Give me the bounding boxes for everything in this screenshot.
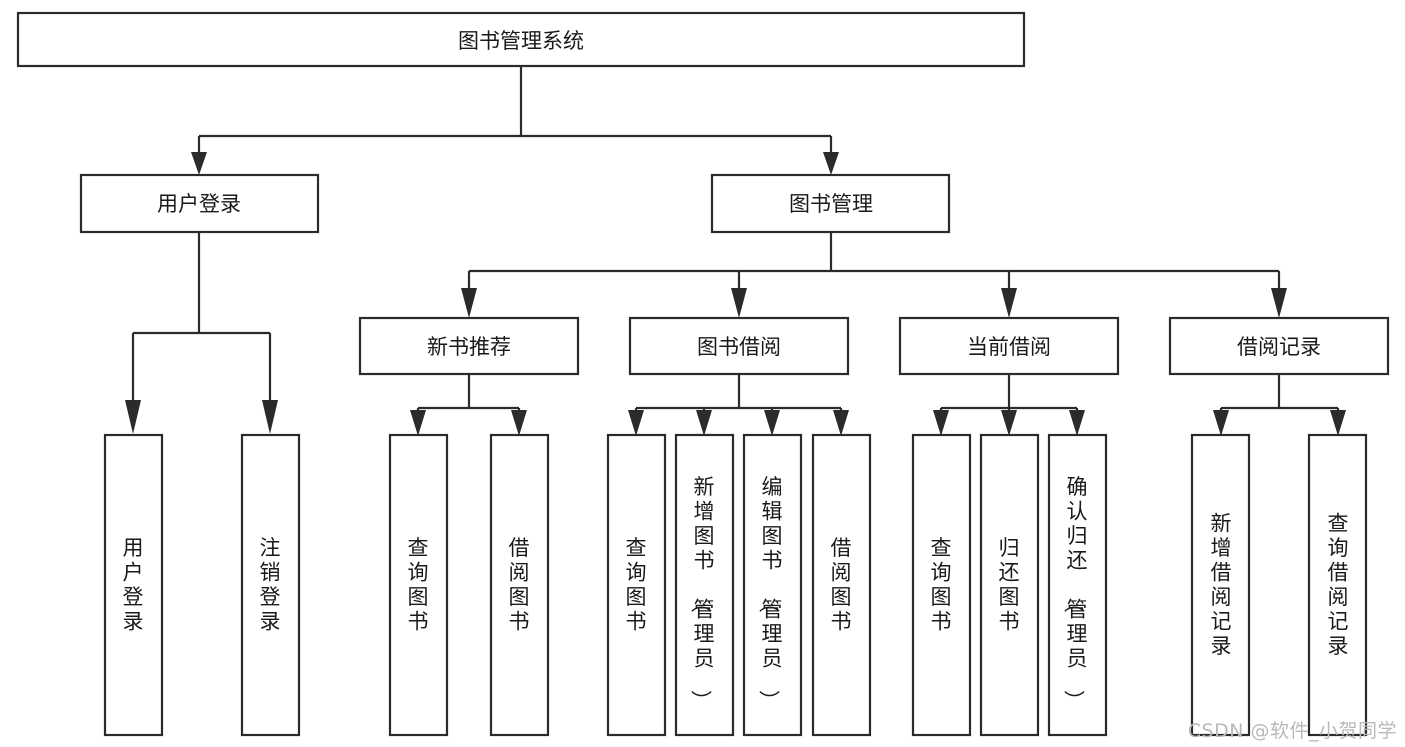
node-label-leaf-query-book-3: 查询图书 <box>931 536 952 634</box>
arrow-head-icon <box>511 410 527 436</box>
node-label-leaf-query-borrow-record: 查询借阅记录 <box>1328 512 1349 659</box>
arrow-head-icon <box>933 410 949 436</box>
node-box-leaf-query-book-1[interactable] <box>388 433 449 737</box>
node-label-new-book-recommend: 新书推荐 <box>427 335 511 359</box>
node-label-root: 图书管理系统 <box>458 29 584 53</box>
node-book-management[interactable]: 图书管理 <box>710 173 951 234</box>
arrow-head-icon <box>461 288 477 318</box>
arrow-head-icon <box>1001 410 1017 436</box>
node-leaf-edit-book-admin[interactable]: 编辑图书（管理员） <box>742 433 803 737</box>
arrow-head-icon <box>1271 288 1287 318</box>
node-label-leaf-logout-login: 注销登录 <box>260 536 281 634</box>
connector-group-current-borrow <box>933 374 1085 436</box>
node-label-leaf-borrow-book-1: 借阅图书 <box>509 536 530 634</box>
node-leaf-query-book-1[interactable]: 查询图书 <box>388 433 449 737</box>
node-leaf-add-book-admin[interactable]: 新增图书（管理员） <box>674 433 735 737</box>
node-box-leaf-query-book-3[interactable] <box>911 433 972 737</box>
arrow-head-icon <box>696 410 712 436</box>
node-leaf-query-book-3[interactable]: 查询图书 <box>911 433 972 737</box>
node-box-leaf-return-book[interactable] <box>979 433 1040 737</box>
node-leaf-borrow-book-1[interactable]: 借阅图书 <box>489 433 550 737</box>
arrow-head-icon <box>410 410 426 436</box>
node-box-user-login[interactable] <box>79 173 320 234</box>
node-leaf-query-book-2[interactable]: 查询图书 <box>606 433 667 737</box>
node-label-borrow-record: 借阅记录 <box>1237 335 1321 359</box>
arrow-head-icon <box>262 400 278 434</box>
node-box-leaf-borrow-book-1[interactable] <box>489 433 550 737</box>
connector-group-user-login <box>125 232 278 434</box>
arrow-head-icon <box>125 400 141 434</box>
node-leaf-query-borrow-record[interactable]: 查询借阅记录 <box>1307 433 1368 737</box>
node-label-book-borrow: 图书借阅 <box>697 335 781 359</box>
node-label-leaf-add-book-admin: 新增图书（管理员） <box>689 475 715 711</box>
node-user-login[interactable]: 用户登录 <box>79 173 320 234</box>
arrow-head-icon <box>823 152 839 175</box>
node-leaf-user-login[interactable]: 用户登录 <box>103 433 164 737</box>
arrow-head-icon <box>1001 288 1017 318</box>
node-label-leaf-user-login: 用户登录 <box>123 536 144 634</box>
node-label-leaf-confirm-return-admin: 确认归还（管理员） <box>1062 475 1088 711</box>
node-label-leaf-query-book-2: 查询图书 <box>626 536 647 634</box>
arrow-head-icon <box>1213 410 1229 436</box>
node-root[interactable]: 图书管理系统 <box>16 11 1026 68</box>
node-box-leaf-add-book-admin[interactable] <box>674 433 735 737</box>
node-label-leaf-edit-book-admin: 编辑图书（管理员） <box>757 475 783 711</box>
arrow-head-icon <box>731 288 747 318</box>
node-label-leaf-return-book: 归还图书 <box>999 536 1020 634</box>
arrow-head-icon <box>191 152 207 175</box>
node-box-leaf-borrow-book-2[interactable] <box>811 433 872 737</box>
node-box-book-management[interactable] <box>710 173 951 234</box>
node-borrow-record[interactable]: 借阅记录 <box>1168 316 1390 376</box>
connector-group-book-management <box>461 232 1287 318</box>
node-box-leaf-query-book-2[interactable] <box>606 433 667 737</box>
node-box-borrow-record[interactable] <box>1168 316 1390 376</box>
connector-group-borrow-record <box>1213 374 1346 436</box>
node-new-book-recommend[interactable]: 新书推荐 <box>358 316 580 376</box>
node-box-book-borrow[interactable] <box>628 316 850 376</box>
node-box-leaf-edit-book-admin[interactable] <box>742 433 803 737</box>
node-box-leaf-logout-login[interactable] <box>240 433 301 737</box>
node-label-book-management: 图书管理 <box>789 192 873 216</box>
node-leaf-return-book[interactable]: 归还图书 <box>979 433 1040 737</box>
node-book-borrow[interactable]: 图书借阅 <box>628 316 850 376</box>
node-leaf-confirm-return-admin[interactable]: 确认归还（管理员） <box>1047 433 1108 737</box>
arrow-head-icon <box>628 410 644 436</box>
node-label-leaf-borrow-book-2: 借阅图书 <box>831 536 852 634</box>
node-box-root[interactable] <box>16 11 1026 68</box>
node-box-leaf-query-borrow-record[interactable] <box>1307 433 1368 737</box>
node-label-user-login: 用户登录 <box>157 192 241 216</box>
arrow-head-icon <box>764 410 780 436</box>
node-box-leaf-confirm-return-admin[interactable] <box>1047 433 1108 737</box>
node-current-borrow[interactable]: 当前借阅 <box>898 316 1120 376</box>
connector-group-book-borrow <box>628 374 849 436</box>
csdn-watermark: CSDN @软件_小贺同学 <box>1187 720 1397 742</box>
connector-group-new-book-recommend <box>410 374 527 436</box>
arrow-head-icon <box>833 410 849 436</box>
node-box-leaf-add-borrow-record[interactable] <box>1190 433 1251 737</box>
connector-group-root <box>191 66 839 175</box>
node-box-leaf-user-login[interactable] <box>103 433 164 737</box>
node-leaf-borrow-book-2[interactable]: 借阅图书 <box>811 433 872 737</box>
node-label-leaf-query-book-1: 查询图书 <box>408 536 429 634</box>
node-leaf-logout-login[interactable]: 注销登录 <box>240 433 301 737</box>
arrow-head-icon <box>1330 410 1346 436</box>
node-leaf-add-borrow-record[interactable]: 新增借阅记录 <box>1190 433 1251 737</box>
node-label-leaf-add-borrow-record: 新增借阅记录 <box>1211 512 1232 659</box>
node-label-current-borrow: 当前借阅 <box>967 335 1051 359</box>
node-box-new-book-recommend[interactable] <box>358 316 580 376</box>
node-box-current-borrow[interactable] <box>898 316 1120 376</box>
arrow-head-icon <box>1069 410 1085 436</box>
